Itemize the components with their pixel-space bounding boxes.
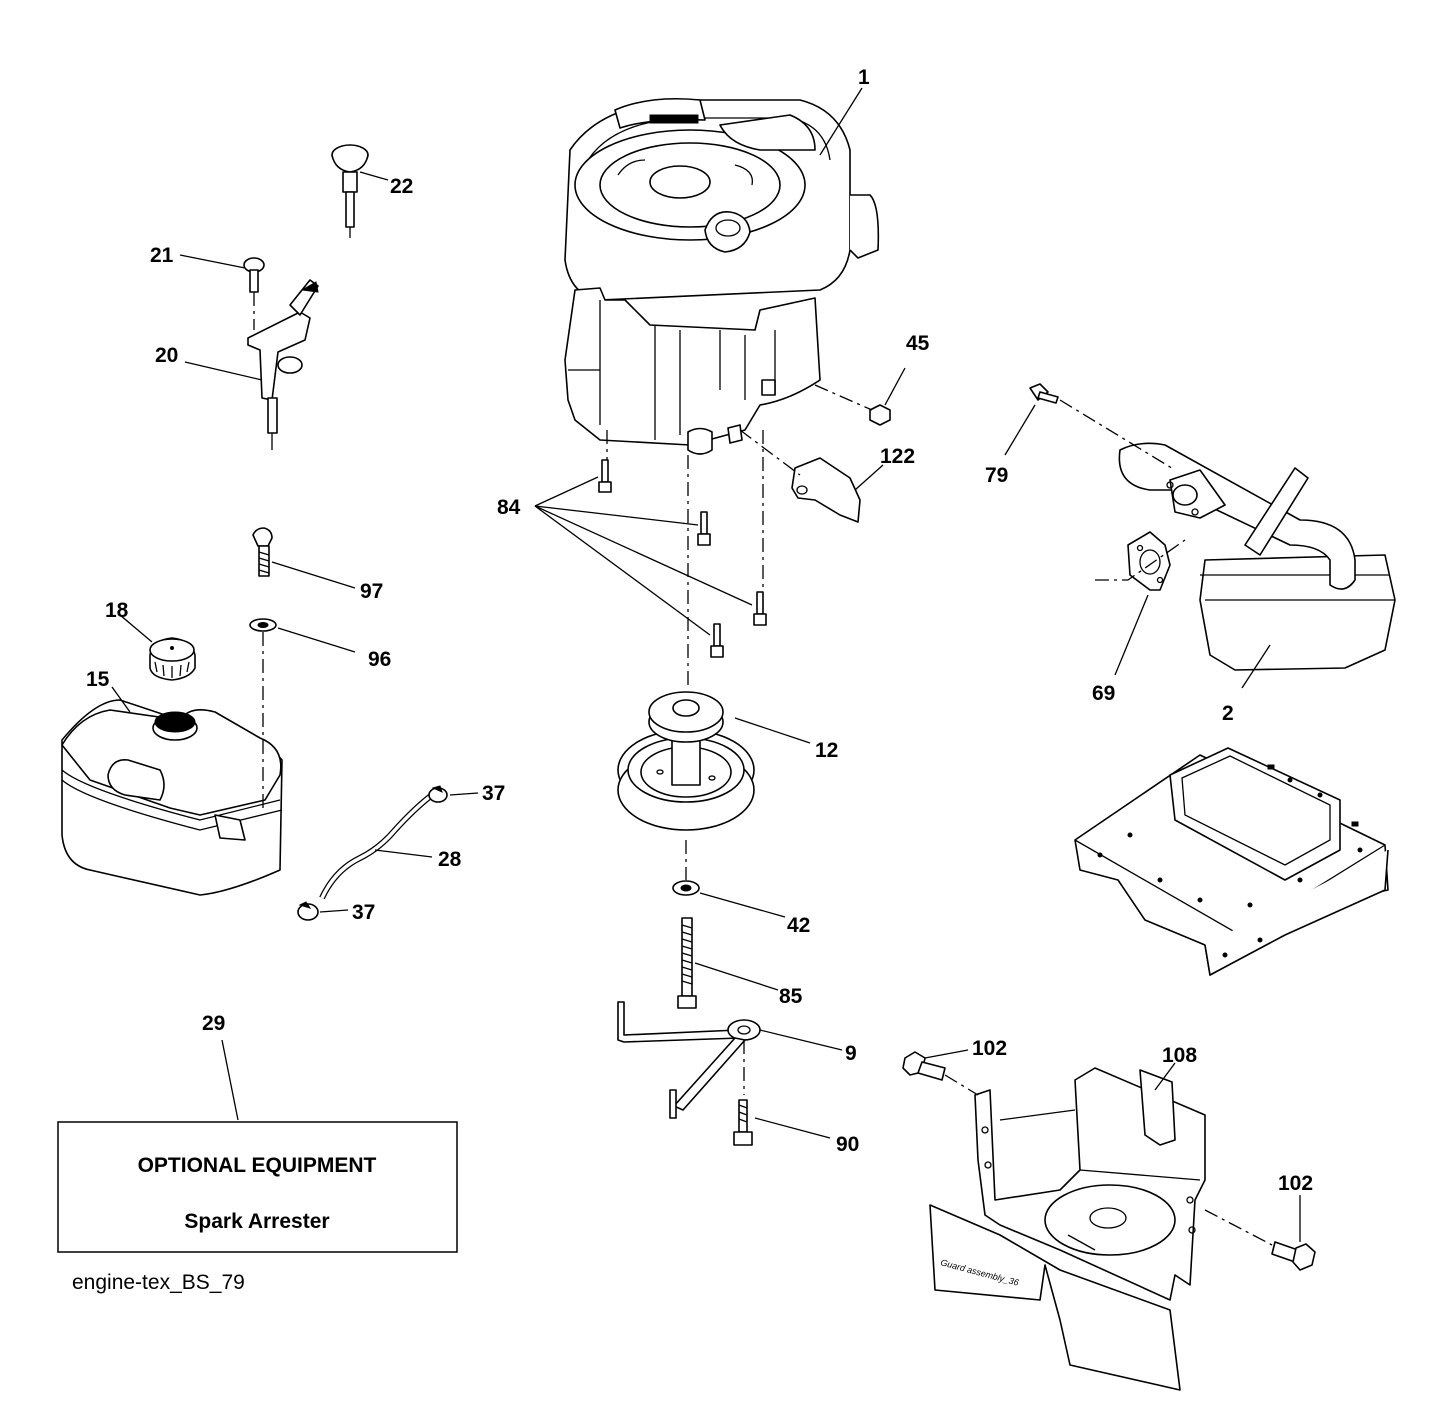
callout-1: 1: [858, 66, 870, 89]
callout-79: 79: [985, 464, 1008, 487]
optional-equipment-box: [57, 1121, 458, 1253]
callout-9: 9: [845, 1042, 857, 1065]
heat-shield-122-part: [791, 457, 861, 523]
pulley-part: [617, 691, 755, 831]
spark-arrester-label: Spark Arrester: [184, 1210, 329, 1233]
engine-mount-plate-part: [1074, 747, 1389, 976]
callout-90: 90: [836, 1133, 859, 1156]
file-label: engine-tex_BS_79: [72, 1271, 245, 1294]
callout-37-bottom: 37: [352, 901, 375, 924]
bolt-79-part: [1029, 383, 1059, 404]
muffler-part: [1118, 442, 1396, 671]
hose-clamp-37-top-part: [428, 785, 448, 803]
callout-102-right: 102: [1278, 1172, 1313, 1195]
callout-122: 122: [880, 445, 915, 468]
bolt-85-part: [677, 917, 697, 1009]
callout-15: 15: [86, 668, 110, 691]
bolt-102-right-part: [1271, 1241, 1316, 1271]
hose-clamp-37-bottom-part: [297, 901, 319, 921]
bolt-97-part: [252, 527, 273, 577]
optional-equipment-title: OPTIONAL EQUIPMENT: [138, 1154, 377, 1177]
callout-21: 21: [150, 244, 174, 267]
belt-guide-9-part: [617, 1001, 761, 1119]
callout-28: 28: [438, 848, 462, 871]
callout-69: 69: [1092, 682, 1115, 705]
callout-37-top: 37: [482, 782, 505, 805]
callout-97: 97: [360, 580, 383, 603]
washer-96-part: [249, 618, 277, 632]
washer-42-part: [672, 880, 700, 896]
bolt-84-part: [598, 459, 767, 658]
callout-45: 45: [906, 332, 930, 355]
callout-85: 85: [779, 985, 803, 1008]
callout-2: 2: [1222, 702, 1234, 725]
fuel-tank-15-part: [61, 699, 283, 896]
guard-assembly-108-part: [929, 1067, 1206, 1391]
fuel-line-28-part: [319, 792, 434, 900]
callout-22: 22: [390, 175, 413, 198]
throttle-control-20-part: [247, 279, 319, 450]
choke-knob-22-part: [331, 144, 369, 238]
fuel-cap-18-part: [149, 637, 196, 681]
callout-18: 18: [105, 599, 129, 622]
callout-108: 108: [1162, 1044, 1197, 1067]
callout-42: 42: [787, 914, 810, 937]
callout-20: 20: [155, 344, 178, 367]
callout-12: 12: [815, 739, 838, 762]
callout-29: 29: [202, 1012, 225, 1035]
callout-96: 96: [368, 648, 391, 671]
nut-45-part: [869, 404, 891, 426]
gasket-part: [1127, 531, 1171, 591]
callout-102-left: 102: [972, 1037, 1007, 1060]
screw-21-part: [243, 257, 265, 293]
callout-84: 84: [497, 496, 521, 519]
bolt-102-left-part: [902, 1051, 946, 1081]
engine-part: [564, 97, 880, 455]
bolt-90-part: [733, 1099, 753, 1146]
